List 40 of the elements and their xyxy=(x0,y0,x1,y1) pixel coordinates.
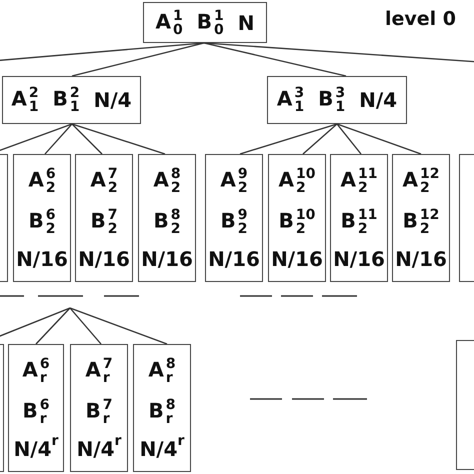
connector-line xyxy=(72,123,166,155)
level-label: level 0 xyxy=(385,8,456,30)
node-label: N/16 xyxy=(16,248,68,269)
connector-line xyxy=(240,123,338,155)
connector-line xyxy=(72,42,204,77)
node-box xyxy=(8,344,64,472)
node-label: N/16 xyxy=(333,248,385,269)
connector-line xyxy=(44,124,72,154)
connector-line xyxy=(36,308,70,344)
node-label: N/4$^{r}$ xyxy=(14,438,58,459)
node-box xyxy=(133,344,191,472)
node-label: N/4$^{r}$ xyxy=(140,438,184,459)
node-label: N xyxy=(238,12,254,32)
node-box xyxy=(13,154,71,282)
node-box xyxy=(70,344,128,472)
connector-line xyxy=(336,123,422,155)
node-label: N/16 xyxy=(78,248,130,269)
node-label: N/4 xyxy=(359,90,398,110)
node-label: N/16 xyxy=(141,248,193,269)
node-box xyxy=(330,154,388,282)
node-box xyxy=(267,76,407,124)
node-label: N/16 xyxy=(208,248,260,269)
node-box xyxy=(392,154,450,282)
node-label: N/16 xyxy=(271,248,323,269)
node-box xyxy=(143,2,267,43)
connector-line xyxy=(70,307,168,345)
connector-line xyxy=(302,124,338,154)
connector-line xyxy=(72,124,102,154)
connector-line xyxy=(336,124,362,154)
node-label: N/4 xyxy=(94,90,132,110)
connector-line xyxy=(204,42,474,64)
connector-line xyxy=(70,308,102,344)
node-box xyxy=(138,154,196,282)
node-label: N/16 xyxy=(395,248,447,269)
node-box xyxy=(75,154,133,282)
node-label: N/4$^{r}$ xyxy=(76,438,122,459)
node-box xyxy=(205,154,263,282)
node-box xyxy=(268,154,326,282)
connector-line xyxy=(204,42,346,77)
node-box xyxy=(2,76,141,124)
